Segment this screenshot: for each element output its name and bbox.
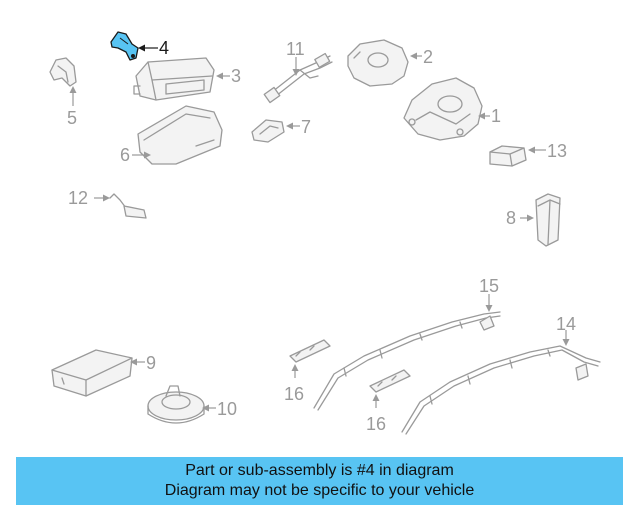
callout-14[interactable]: 14 bbox=[556, 314, 576, 334]
arrow-12 bbox=[103, 194, 110, 202]
part-5-bracket[interactable] bbox=[49, 57, 77, 87]
arrow-5 bbox=[69, 86, 77, 93]
part-8-control-unit[interactable] bbox=[535, 193, 561, 247]
arrow-11 bbox=[292, 69, 300, 76]
part-4-bracket[interactable] bbox=[110, 31, 139, 61]
part-9-airbag-control-module[interactable] bbox=[51, 349, 133, 397]
banner-disclaimer: Diagram may not be specific to your vehi… bbox=[164, 482, 475, 499]
banner-part-note: Part or sub-assembly is #4 in diagram bbox=[185, 462, 454, 479]
callout-4[interactable]: 4 bbox=[159, 38, 169, 58]
part-13-module[interactable] bbox=[489, 145, 527, 167]
callout-8[interactable]: 8 bbox=[506, 208, 516, 228]
arrow-14 bbox=[562, 339, 570, 346]
arrow-7 bbox=[286, 122, 293, 130]
part-7-connector[interactable] bbox=[251, 119, 285, 143]
arrow-1 bbox=[478, 112, 485, 120]
arrow-6 bbox=[144, 151, 151, 159]
part-15-curtain-airbag[interactable] bbox=[313, 311, 501, 411]
part-14-curtain-airbag[interactable] bbox=[401, 345, 601, 435]
callout-16a[interactable]: 16 bbox=[284, 384, 304, 404]
callout-11[interactable]: 11 bbox=[286, 39, 305, 59]
arrow-13 bbox=[528, 146, 535, 154]
callout-15[interactable]: 15 bbox=[479, 276, 499, 296]
arrow-9 bbox=[130, 358, 137, 366]
part-11-wiring-harness[interactable] bbox=[263, 52, 333, 104]
callout-5[interactable]: 5 bbox=[67, 108, 77, 128]
part-16b-bracket[interactable] bbox=[369, 369, 411, 393]
arrow-15 bbox=[485, 305, 493, 312]
part-12-sensor[interactable] bbox=[109, 193, 147, 219]
callout-3[interactable]: 3 bbox=[231, 66, 241, 86]
callout-9[interactable]: 9 bbox=[146, 353, 156, 373]
arrow-16b bbox=[372, 394, 380, 401]
arrow-8 bbox=[527, 214, 534, 222]
part-1-steering-airbag-module[interactable] bbox=[403, 77, 483, 141]
callout-6[interactable]: 6 bbox=[120, 145, 130, 165]
callout-7[interactable]: 7 bbox=[301, 117, 311, 137]
part-10-clock-spring[interactable] bbox=[147, 385, 205, 424]
arrow-10 bbox=[202, 404, 209, 412]
arrow-4 bbox=[138, 44, 145, 52]
callout-12[interactable]: 12 bbox=[68, 188, 88, 208]
callout-2[interactable]: 2 bbox=[423, 47, 433, 67]
callout-1[interactable]: 1 bbox=[491, 106, 501, 126]
arrow-3 bbox=[216, 72, 223, 80]
callout-10[interactable]: 10 bbox=[217, 399, 237, 419]
parts-diagram: 4 5 3 6 12 11 bbox=[49, 31, 601, 435]
callout-16b[interactable]: 16 bbox=[366, 414, 386, 434]
arrow-2 bbox=[410, 52, 417, 60]
callout-13[interactable]: 13 bbox=[547, 141, 567, 161]
part-3-passenger-airbag-module[interactable] bbox=[133, 57, 215, 101]
part-16a-bracket[interactable] bbox=[289, 339, 331, 363]
part-6-airbag-cover[interactable] bbox=[137, 105, 223, 165]
info-banner: Part or sub-assembly is #4 in diagram Di… bbox=[16, 457, 623, 505]
arrow-16a bbox=[291, 364, 299, 371]
part-2-driver-airbag[interactable] bbox=[347, 39, 409, 87]
